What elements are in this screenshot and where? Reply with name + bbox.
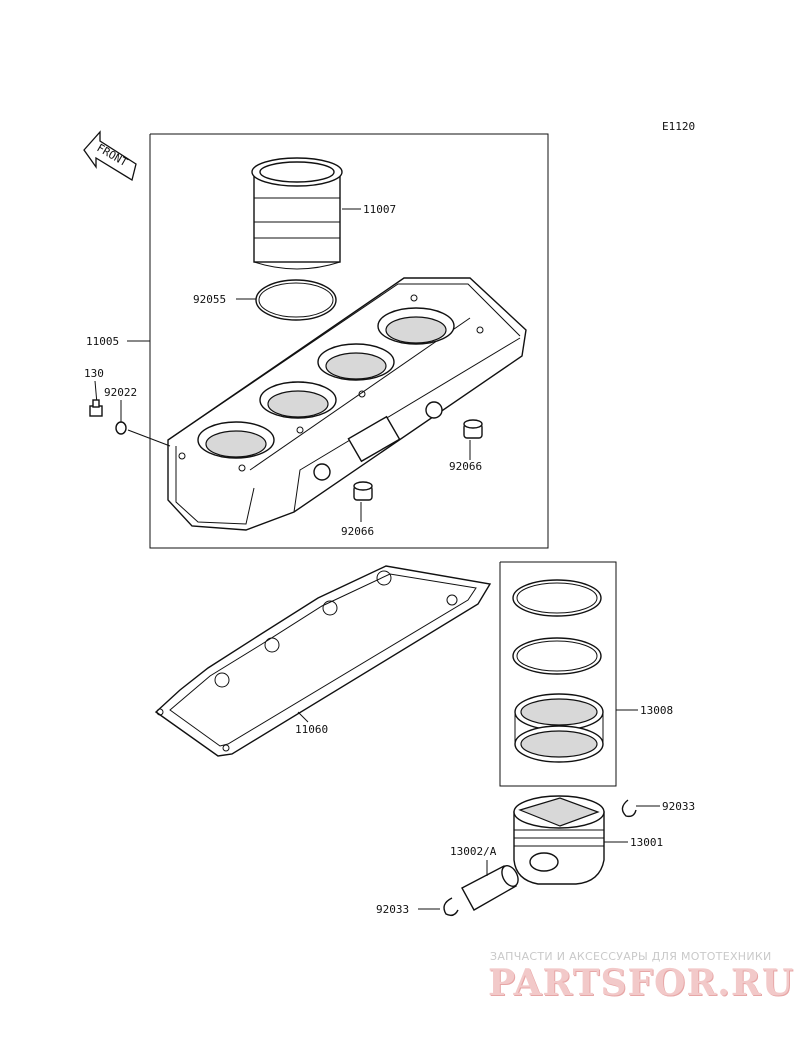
piston-ring-frame	[499, 561, 617, 787]
plug-lower	[353, 481, 373, 501]
watermark-logo: PARTSFOR.RU	[488, 962, 795, 1004]
part-11007: 11007	[363, 203, 396, 216]
piston	[513, 795, 605, 885]
o-ring	[255, 279, 337, 321]
piston-pin	[461, 865, 519, 911]
part-92066-lower: 92066	[341, 525, 374, 538]
cylinder-group-frame	[149, 133, 549, 549]
diagram-code: E1120	[662, 120, 695, 133]
plug-right	[463, 419, 483, 439]
part-92033-lower: 92033	[376, 903, 409, 916]
part-92066-right: 92066	[449, 460, 482, 473]
bolt	[89, 399, 103, 417]
circlip-lower	[443, 897, 459, 917]
watermark-tagline: ЗАПЧАСТИ И АКСЕССУАРЫ ДЛЯ МОТОТЕХНИКИ	[490, 950, 772, 963]
piston-ring-second	[512, 637, 602, 675]
piston-ring-top	[512, 579, 602, 617]
part-130: 130	[84, 367, 104, 380]
part-13002: 13002/A	[450, 845, 497, 858]
leader-washer-block	[127, 429, 171, 447]
part-92022: 92022	[104, 386, 137, 399]
part-13001: 13001	[630, 836, 663, 849]
part-92055: 92055	[193, 293, 226, 306]
washer	[115, 421, 127, 435]
cylinder-block	[167, 277, 527, 531]
front-arrow-icon: FRONT	[83, 130, 137, 182]
circlip-upper	[621, 799, 637, 818]
part-13008: 13008	[640, 704, 673, 717]
part-11060: 11060	[295, 723, 328, 736]
cylinder-gasket	[154, 565, 492, 757]
cylinder-liner	[251, 157, 343, 270]
oil-ring	[514, 693, 604, 763]
part-92033-upper: 92033	[662, 800, 695, 813]
part-11005: 11005	[86, 335, 119, 348]
o-ring-inner	[258, 282, 334, 318]
leader-11060	[297, 711, 309, 723]
